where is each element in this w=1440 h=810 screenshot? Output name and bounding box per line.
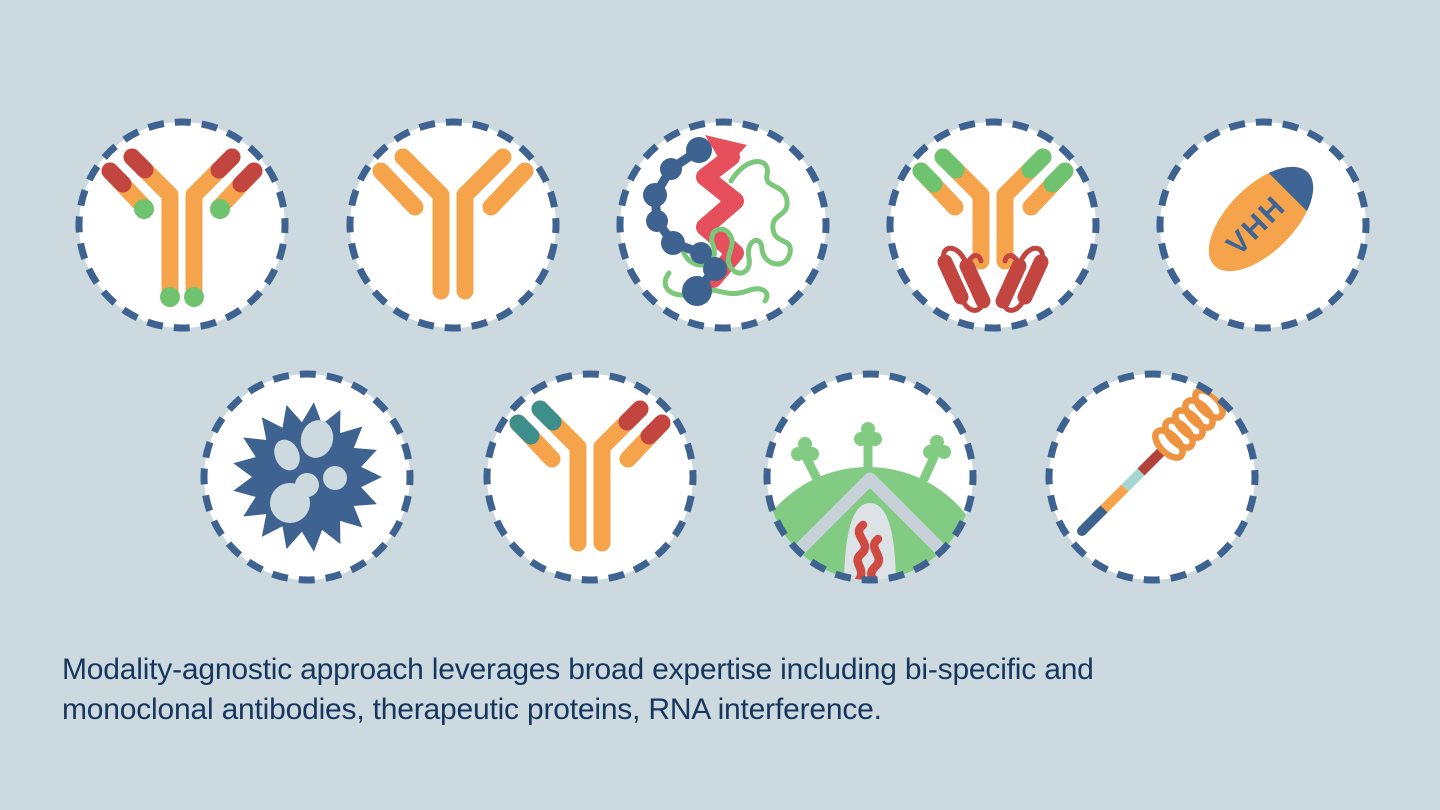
bead-chain	[643, 137, 727, 306]
circle-background	[350, 122, 556, 328]
antibody-drug-conjugate-icon	[75, 118, 289, 332]
dashed-ring	[616, 118, 830, 332]
dashed-ring	[1045, 370, 1259, 584]
oligo-coil	[1152, 387, 1226, 461]
dashed-ring	[1156, 118, 1370, 332]
random-coil-strand	[662, 159, 793, 304]
modality-circle-oligonucleotide	[1042, 367, 1262, 587]
modality-circle-protein	[613, 115, 833, 335]
alpha-helix-ribbon	[696, 135, 747, 288]
caption-line-2: monoclonal antibodies, therapeutic prote…	[62, 693, 882, 726]
dashed-ring	[483, 370, 697, 584]
vhh-nanobody-icon: VHH	[1156, 118, 1370, 332]
modality-circle-bispecific	[480, 367, 700, 587]
modality-circle-bispecific-scfv	[883, 115, 1103, 335]
scfv-domains	[937, 245, 1049, 313]
modality-circle-vhh: VHH	[1153, 115, 1373, 335]
modality-circle-microbe	[197, 367, 417, 587]
dashed-ring	[346, 118, 560, 332]
circle-background	[79, 122, 285, 328]
caption: Modality-agnostic approach leverages bro…	[62, 650, 1094, 730]
modality-circle-mab	[343, 115, 563, 335]
dashed-ring	[200, 370, 414, 584]
dashed-ring	[886, 118, 1100, 332]
bispecific-antibody-icon	[483, 370, 697, 584]
spiky-cell-body	[233, 402, 382, 552]
capsid-chevron	[781, 472, 959, 568]
cell-vacuoles	[270, 420, 347, 523]
virus-spikes	[791, 422, 951, 486]
sirna-oligonucleotide-icon	[1045, 370, 1259, 584]
circle-background	[487, 374, 693, 580]
dashed-ring	[763, 370, 977, 584]
modality-circle-adc	[72, 115, 292, 335]
dashed-ring	[75, 118, 289, 332]
monoclonal-antibody-icon	[346, 118, 560, 332]
virus-envelope	[767, 467, 973, 580]
therapeutic-protein-icon	[616, 118, 830, 332]
microbial-cell-icon	[200, 370, 414, 584]
oligo-rod	[1077, 446, 1167, 536]
circle-background	[890, 122, 1096, 328]
rna-strands	[853, 520, 884, 580]
bispecific-antibody-scfv-icon	[886, 118, 1100, 332]
modality-circle-viral-vector	[760, 367, 980, 587]
caption-line-1: Modality-agnostic approach leverages bro…	[62, 653, 1094, 686]
viral-vector-rna-icon	[763, 370, 977, 584]
